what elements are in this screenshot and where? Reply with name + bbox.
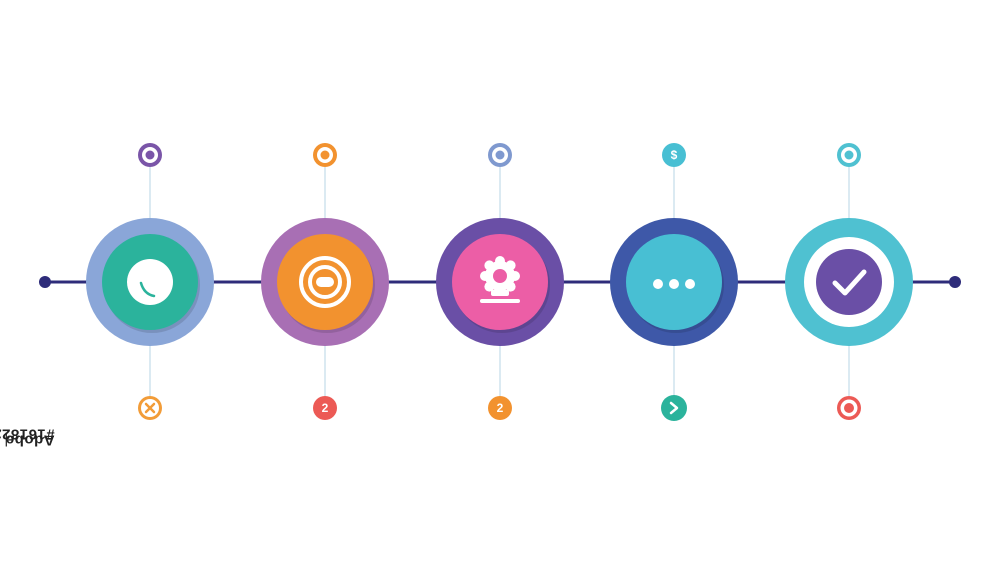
target-marker-icon xyxy=(488,143,512,167)
target-ring-outer xyxy=(299,256,351,308)
arrow-right-marker-icon xyxy=(661,395,687,421)
x-strokes xyxy=(144,402,156,414)
marker-center xyxy=(844,150,854,160)
ellipsis-dot xyxy=(685,279,695,289)
bulb-stand xyxy=(480,299,520,303)
target-marker-icon xyxy=(138,143,162,167)
marker-label: 2 xyxy=(497,401,504,415)
target-marker-icon xyxy=(313,143,337,167)
stock-image-number: #1618220277 xyxy=(0,425,55,443)
bubble-highlight xyxy=(139,281,156,298)
bulb-base xyxy=(491,290,509,296)
marker-label: $ xyxy=(671,148,678,162)
gear-hole xyxy=(493,269,507,283)
ellipsis-dot xyxy=(669,279,679,289)
step-5 xyxy=(785,143,913,420)
marker-disc xyxy=(313,396,337,420)
inner-disc xyxy=(816,249,882,315)
arrow-stroke xyxy=(669,401,679,415)
marker-disc xyxy=(661,395,687,421)
step-1 xyxy=(86,143,214,420)
bubble-icon xyxy=(127,259,173,305)
target-ring-middle xyxy=(308,265,342,299)
marker-disc xyxy=(662,143,686,167)
marker-center xyxy=(145,150,155,160)
marker-center xyxy=(320,150,330,160)
marker-center xyxy=(844,403,854,413)
lightbulb-gear-icon xyxy=(480,256,520,303)
marker-disc xyxy=(488,396,512,420)
step-4: $ xyxy=(610,143,738,421)
marker-center xyxy=(495,150,505,160)
start-dot xyxy=(39,276,51,288)
step-3: 2 xyxy=(436,143,564,420)
ellipsis-icon xyxy=(653,279,695,289)
checkmark-icon xyxy=(832,269,867,296)
number-marker-badge: 2 xyxy=(313,396,337,420)
target-icon xyxy=(299,256,351,308)
x-marker-icon xyxy=(138,396,162,420)
dollar-marker-icon: $ xyxy=(662,143,686,167)
target-center xyxy=(316,277,334,287)
marker-label: 2 xyxy=(322,401,329,415)
ellipsis-dot xyxy=(653,279,663,289)
check-stroke xyxy=(832,269,867,296)
end-dot xyxy=(949,276,961,288)
number-marker-badge: 2 xyxy=(488,396,512,420)
target-marker-icon xyxy=(837,143,861,167)
record-marker-icon xyxy=(837,396,861,420)
step-2: 2 xyxy=(261,143,389,420)
